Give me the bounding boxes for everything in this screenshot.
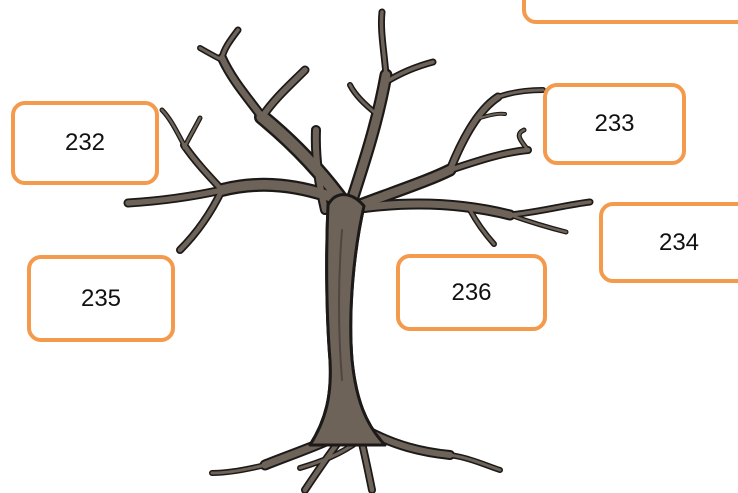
label-text: 233 [594,110,635,137]
label-box-233: 233 [543,83,686,165]
label-box-234: 234 [599,202,738,283]
label-box-235: 235 [27,255,175,342]
label-box-236: 236 [396,254,547,331]
label-text: 236 [451,278,492,306]
label-box-232: 232 [11,101,159,185]
label-box-top-partial [522,0,738,24]
label-text: 232 [64,129,106,156]
label-text: 235 [80,284,122,312]
label-text: 234 [658,228,700,256]
